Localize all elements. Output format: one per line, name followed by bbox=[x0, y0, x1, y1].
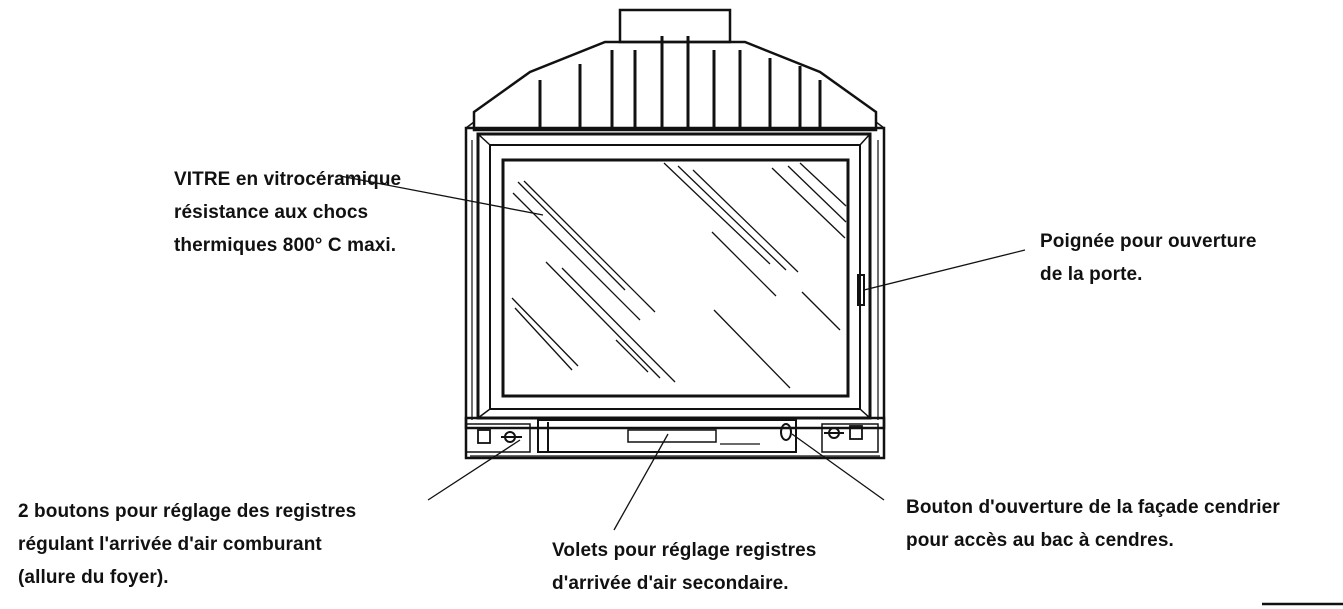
label-vitre: VITRE en vitrocéramique résistance aux c… bbox=[174, 163, 401, 262]
label-boutons-line1: 2 boutons pour réglage des registres bbox=[18, 501, 357, 522]
hood bbox=[472, 36, 878, 132]
label-vitre-line1: VITRE en vitrocéramique bbox=[174, 169, 402, 190]
label-poignee-line2: de la porte. bbox=[1040, 264, 1143, 285]
label-poignee: Poignée pour ouverture de la porte. bbox=[1040, 225, 1257, 291]
label-volets: Volets pour réglage registres d'arrivée … bbox=[552, 534, 816, 600]
flue-collar bbox=[618, 8, 732, 44]
leader-lines bbox=[339, 175, 1343, 606]
label-vitre-line3: thermiques 800° C maxi. bbox=[174, 235, 397, 256]
label-cendrier-line2: pour accès au bac à cendres. bbox=[906, 530, 1174, 551]
label-poignee-line1: Poignée pour ouverture bbox=[1040, 231, 1257, 252]
label-boutons-line2: régulant l'arrivée d'air comburant bbox=[18, 534, 322, 555]
label-volets-line1: Volets pour réglage registres bbox=[552, 540, 817, 561]
label-volets-line2: d'arrivée d'air secondaire. bbox=[552, 573, 789, 594]
control-panel bbox=[464, 416, 886, 460]
right-regulator bbox=[824, 425, 863, 440]
door-frame bbox=[476, 132, 872, 420]
glass-window bbox=[501, 158, 850, 398]
label-boutons-line3: (allure du foyer). bbox=[18, 567, 169, 588]
label-cendrier-line1: Bouton d'ouverture de la façade cendrier bbox=[906, 497, 1280, 518]
label-boutons: 2 boutons pour réglage des registres rég… bbox=[18, 495, 356, 594]
left-regulator bbox=[477, 429, 522, 444]
stove-body bbox=[464, 121, 886, 430]
ash-door-knob bbox=[780, 423, 792, 441]
label-vitre-line2: résistance aux chocs bbox=[174, 202, 369, 223]
label-cendrier: Bouton d'ouverture de la façade cendrier… bbox=[906, 491, 1280, 557]
